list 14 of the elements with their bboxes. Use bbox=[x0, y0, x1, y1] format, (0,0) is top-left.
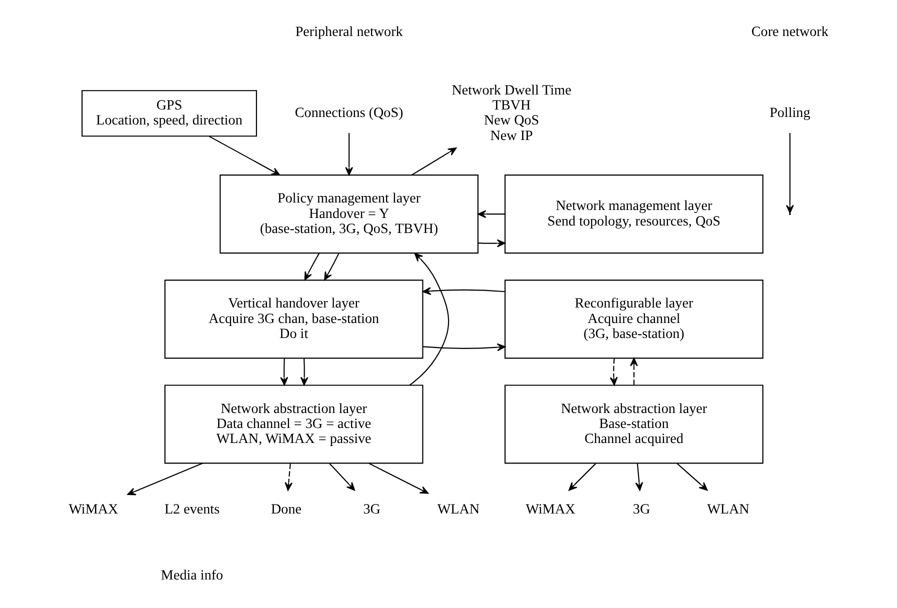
label: Peripheral network bbox=[294, 24, 402, 40]
node-text: WLAN bbox=[436, 501, 480, 518]
label: L2 events bbox=[164, 501, 220, 518]
node-text: 3G bbox=[632, 501, 650, 518]
node-text: Polling bbox=[769, 105, 810, 122]
node-text: WiMAX bbox=[68, 501, 118, 518]
node-text: Connections (QoS) bbox=[294, 105, 403, 122]
label: Core network bbox=[750, 24, 828, 40]
node-text: Network Dwell Time TBVH New QoS New IP bbox=[451, 82, 571, 144]
node-text: WLAN bbox=[706, 501, 749, 518]
node-text: WiMAX bbox=[525, 501, 575, 518]
label: Media info bbox=[160, 568, 223, 584]
node-text: Done bbox=[270, 501, 302, 518]
node-text: 3G bbox=[362, 501, 380, 518]
